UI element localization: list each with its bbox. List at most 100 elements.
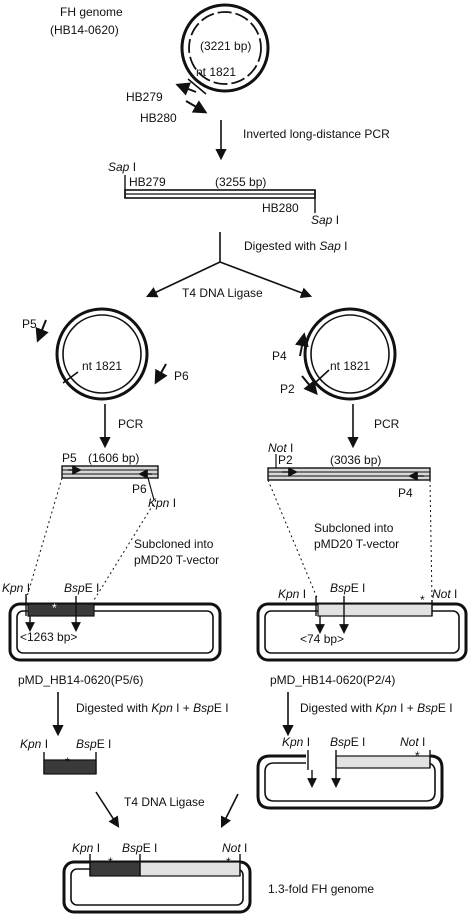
final-star-2: * — [226, 855, 231, 869]
subcloned-right-line1: Subcloned into — [314, 521, 394, 535]
circle-right — [303, 307, 397, 401]
pcr-right-not-numeral: I — [290, 441, 293, 455]
subcloned-left-line2: pMD20 T-vector — [134, 553, 219, 567]
pcr-right-not: Not — [268, 441, 287, 455]
circle-right-p2: P2 — [280, 382, 295, 396]
digest-left-plus: + — [183, 701, 190, 715]
svg-text:Not I: Not I — [432, 587, 457, 601]
pcr-left-product — [61, 465, 159, 501]
svg-text:BspE I: BspE I — [330, 581, 365, 595]
linear-primer-hb280: HB280 — [262, 201, 299, 215]
pcr-right-p4: P4 — [398, 486, 413, 500]
pcr-left-p5: P5 — [62, 451, 77, 465]
digest-left-bsp-numeral: I — [225, 701, 228, 715]
plasmid-left-star: * — [52, 601, 57, 615]
svg-text:Digested with Sap I: Digested with Sap I — [244, 239, 347, 253]
step-t4-ligase-2: T4 DNA Ligase — [124, 795, 205, 809]
digest-left-kpn-numeral: I — [176, 701, 179, 715]
step-pcr-left: PCR — [118, 417, 144, 431]
fragment-kpn-numeral: I — [45, 737, 48, 751]
svg-text:Not I: Not I — [222, 841, 247, 855]
digest-right-bsp: Bsp — [417, 701, 438, 715]
genome-nt-label: nt 1821 — [196, 65, 236, 79]
svg-text:BspE I: BspE I — [330, 735, 365, 749]
nt-cut-mark — [187, 78, 207, 95]
genome-size-label: (3221 bp) — [200, 39, 251, 53]
circle-left-p6: P6 — [174, 369, 189, 383]
svg-text:Kpn I: Kpn I — [72, 841, 100, 855]
final-not: Not — [222, 841, 241, 855]
pcr-left-p6: P6 — [132, 482, 147, 496]
final-construct — [62, 854, 252, 914]
plasmid-right-name: pMD_HB14-0620(P2/4) — [270, 673, 395, 687]
genome-primer-hb280: HB280 — [140, 111, 177, 125]
ligase-arrow-right — [220, 793, 239, 829]
sap-site-right-name: Sap — [311, 213, 333, 227]
plasmid-left-size: <1263 bp> — [20, 630, 77, 644]
final-kpn-numeral: I — [97, 841, 100, 855]
pcr-left-size: (1606 bp) — [88, 451, 139, 465]
genome-primer-hb279: HB279 — [126, 90, 163, 104]
svg-text:Kpn I: Kpn I — [20, 737, 48, 751]
plasmid-left-bsp-numeral: I — [96, 581, 99, 595]
circle-left-cut-mark — [62, 371, 79, 384]
svg-text:Kpn I: Kpn I — [2, 581, 30, 595]
circle-left-nt: nt 1821 — [82, 359, 122, 373]
sap-site-left-numeral: I — [133, 160, 136, 174]
final-bsp-numeral: I — [154, 841, 157, 855]
plasmid-right-not: Not — [432, 587, 451, 601]
svg-text:Digested with Kpn I + BspE I: Digested with Kpn I + BspE I — [300, 701, 453, 715]
genome-circle — [180, 3, 270, 93]
circle-right-p4: P4 — [272, 349, 287, 363]
pcr-right-product — [267, 454, 431, 481]
fragment-bsp-numeral: I — [108, 737, 111, 751]
genome-title-line1: FH genome — [60, 5, 123, 19]
final-bsp-e: E — [143, 841, 151, 855]
digest-right-bsp-numeral: I — [449, 701, 452, 715]
linear-primer-hb279: HB279 — [129, 175, 166, 189]
plasmid-right-kpn: Kpn — [278, 587, 300, 601]
step-digest-sap-enzyme: Sap — [319, 239, 341, 253]
vector-kpn: Kpn — [282, 735, 304, 749]
digest-left-bsp-e: E — [214, 701, 222, 715]
vector-not: Not — [400, 735, 419, 749]
digest-left-kpn: Kpn — [151, 701, 173, 715]
hb280-primer-arrow — [185, 100, 208, 114]
digest-left-text: Digested with — [76, 701, 148, 715]
pcr-right-p2: P2 — [278, 453, 293, 467]
circle-left-p5: P5 — [22, 317, 37, 331]
p2-arrow — [301, 375, 318, 396]
genome-title-line2: (HB14-0620) — [50, 23, 119, 37]
branch-arrow-right — [219, 261, 313, 299]
fragment-star: * — [65, 755, 70, 769]
vector-bsp-numeral: I — [362, 735, 365, 749]
step-digest-sap-numeral: I — [344, 239, 347, 253]
subcloned-left-line1: Subcloned into — [134, 537, 214, 551]
svg-text:BspE I: BspE I — [64, 581, 99, 595]
final-kpn: Kpn — [72, 841, 94, 855]
vector-star: * — [415, 749, 420, 763]
svg-text:Kpn I: Kpn I — [278, 587, 306, 601]
plasmid-left — [8, 594, 222, 662]
fragment-bsp-e: E — [97, 737, 105, 751]
svg-text:Not I: Not I — [268, 441, 293, 455]
ligase-arrow-left — [95, 791, 120, 828]
final-label: 1.3-fold FH genome — [268, 882, 374, 896]
svg-text:Kpn I: Kpn I — [282, 735, 310, 749]
plasmid-left-name: pMD_HB14-0620(P5/6) — [18, 673, 143, 687]
svg-text:BspE I: BspE I — [122, 841, 157, 855]
step-pcr-right: PCR — [374, 417, 400, 431]
plasmid-right-star: * — [420, 593, 425, 607]
step-digest-sap-text: Digested with — [244, 239, 316, 253]
p4-arrow — [295, 332, 309, 357]
sap-site-left-name: Sap — [108, 160, 130, 174]
plasmid-right-kpn-numeral: I — [303, 587, 306, 601]
circle-left — [55, 307, 149, 401]
fragment-bsp: Bsp — [76, 737, 97, 751]
svg-text:BspE I: BspE I — [76, 737, 111, 751]
plasmid-right-not-numeral: I — [454, 587, 457, 601]
plasmid-right-bsp: Bsp — [330, 581, 351, 595]
vector-kpn-numeral: I — [307, 735, 310, 749]
digest-right-kpn-numeral: I — [400, 701, 403, 715]
